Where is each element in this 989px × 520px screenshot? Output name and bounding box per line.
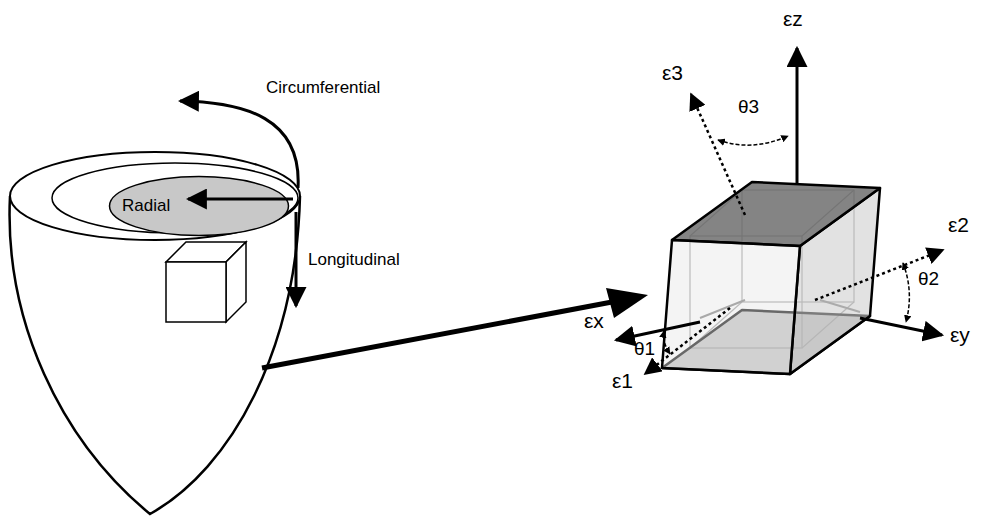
principal-axis-3 bbox=[691, 94, 745, 215]
radial-arrow bbox=[188, 198, 293, 201]
angle-arrow bbox=[718, 136, 788, 145]
circumferential-arrow bbox=[180, 101, 298, 188]
cavity-ellipse bbox=[110, 177, 289, 236]
cube-face bbox=[226, 242, 246, 322]
radial-cavity: Radial bbox=[108, 175, 290, 237]
principal-axis-1 bbox=[645, 308, 730, 374]
axis-label: ε2 bbox=[948, 212, 969, 237]
principal-axis-2 bbox=[815, 250, 943, 300]
cube-face bbox=[662, 240, 800, 374]
angle-arrow bbox=[664, 331, 670, 354]
z-axis bbox=[796, 48, 799, 185]
axis-label: θ1 bbox=[634, 338, 655, 361]
longitudinal-arrow bbox=[295, 212, 298, 306]
axis-label: εy bbox=[950, 322, 970, 347]
ventricle-outline bbox=[10, 196, 300, 514]
y-axis bbox=[860, 318, 942, 335]
axis-label: ε1 bbox=[612, 368, 633, 393]
region-label: Radial bbox=[122, 196, 170, 216]
axis-label: θ2 bbox=[918, 268, 939, 291]
small-cube bbox=[166, 242, 246, 322]
rotated-cube bbox=[662, 182, 880, 374]
text-holder: Radial bbox=[122, 175, 170, 237]
cube-face bbox=[672, 182, 880, 246]
zoom-arrow bbox=[262, 302, 612, 368]
ventricle-top-outer bbox=[10, 152, 300, 240]
axis-label: θ3 bbox=[738, 96, 759, 119]
direction-label: Circumferential bbox=[266, 78, 380, 98]
angle-arrow bbox=[903, 263, 909, 322]
axis-label: εz bbox=[783, 6, 803, 31]
zoom-arrowhead bbox=[606, 288, 648, 318]
x-axis bbox=[616, 322, 700, 340]
axis-label: ε3 bbox=[662, 60, 683, 85]
direction-label: Longitudinal bbox=[308, 250, 400, 270]
axis-label: εx bbox=[584, 308, 604, 333]
cube-face bbox=[166, 262, 226, 322]
